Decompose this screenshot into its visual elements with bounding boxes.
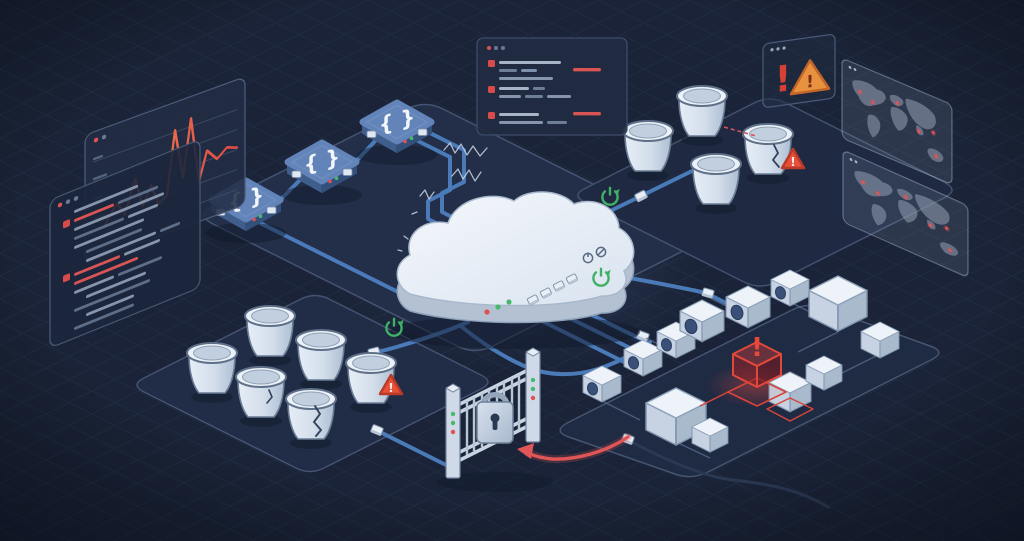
error-marker bbox=[488, 86, 495, 93]
code-panel-top bbox=[476, 37, 628, 136]
triangle-glyph: ! bbox=[806, 72, 814, 93]
error-marker bbox=[488, 60, 495, 67]
window-dots bbox=[487, 46, 505, 50]
bucket-cracked bbox=[742, 123, 794, 185]
alert-exclamation: ! bbox=[775, 56, 791, 101]
bucket-cracked bbox=[235, 366, 287, 428]
gate-post-left bbox=[444, 383, 462, 479]
alert-cube-glyph: ! bbox=[751, 333, 763, 363]
padlock-icon bbox=[476, 392, 514, 444]
warning-glyph: ! bbox=[790, 155, 795, 169]
alert-panel: ! ! bbox=[762, 34, 836, 108]
gate-post-right bbox=[524, 347, 542, 443]
bucket-cracked bbox=[285, 388, 337, 450]
warning-glyph: ! bbox=[388, 381, 393, 395]
error-marker bbox=[488, 112, 495, 119]
